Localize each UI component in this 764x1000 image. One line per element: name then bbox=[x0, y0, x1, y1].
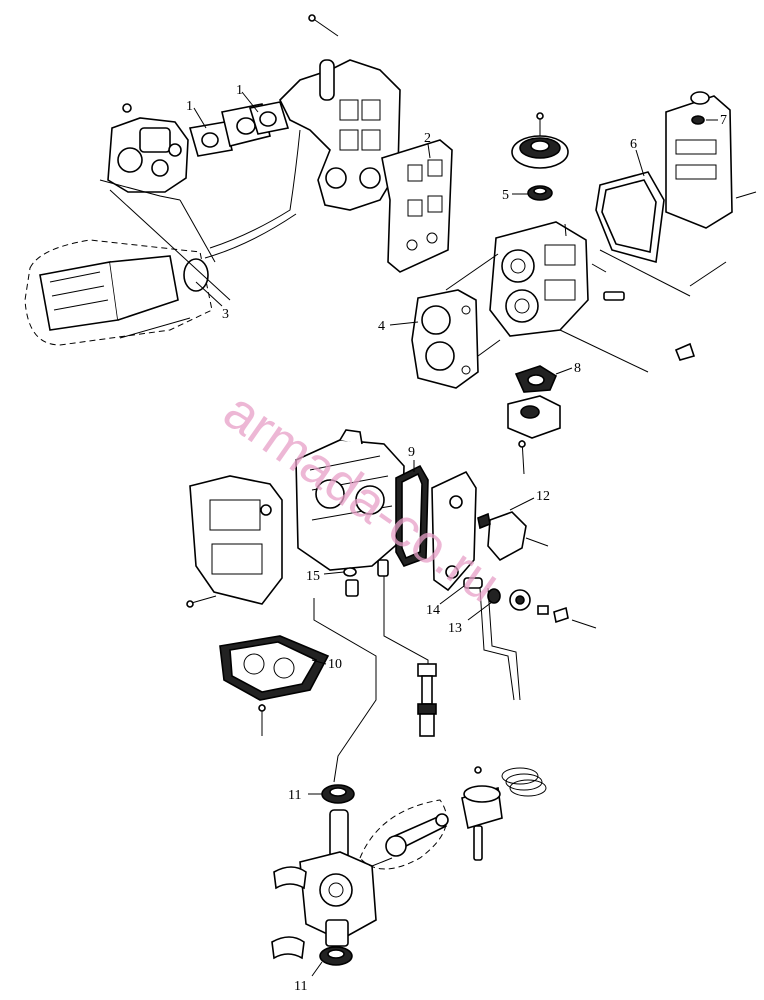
carburetor-gasket-1 bbox=[188, 121, 233, 157]
bracket-12 bbox=[477, 511, 549, 562]
oil-seal-lower bbox=[319, 946, 353, 966]
thrust-bushing-14 bbox=[463, 577, 483, 589]
cylinder-head bbox=[489, 221, 727, 373]
cylinder-block bbox=[295, 429, 405, 571]
cylinder-head-cover-gasket bbox=[595, 171, 665, 264]
exhaust-cover bbox=[431, 470, 477, 592]
fuel-filter-assembly bbox=[417, 663, 437, 737]
crankcase bbox=[186, 475, 283, 608]
main-bearing-upper bbox=[273, 866, 307, 890]
callout-6: 6 bbox=[630, 137, 637, 152]
washer-13 bbox=[487, 588, 501, 604]
hose-13 bbox=[479, 587, 515, 701]
thermostat-cover bbox=[507, 395, 561, 475]
oil-seal-5 bbox=[527, 185, 553, 201]
callout-1a: 1 bbox=[186, 99, 193, 114]
callout-7: 7 bbox=[720, 113, 727, 128]
crankcase-gasket bbox=[219, 635, 330, 701]
intake-manifold bbox=[279, 14, 401, 211]
callout-14: 14 bbox=[426, 603, 440, 618]
callout-11b: 11 bbox=[294, 979, 307, 994]
plug bbox=[377, 559, 389, 577]
intake-silencer bbox=[24, 239, 213, 346]
callout-8: 8 bbox=[574, 361, 581, 376]
oil-seal-upper bbox=[321, 784, 355, 804]
fuel-hose bbox=[209, 129, 301, 249]
main-bearing-lower bbox=[271, 936, 305, 960]
intake-gasket-1 bbox=[248, 101, 290, 135]
cylinder-head-gasket bbox=[411, 289, 479, 389]
callout-15: 15 bbox=[306, 569, 320, 584]
manifold-gasket bbox=[381, 139, 453, 273]
thermostat-gasket bbox=[514, 365, 558, 393]
cylinder-head-cover bbox=[665, 91, 757, 229]
pump-assembly bbox=[509, 589, 597, 629]
filter-cup bbox=[345, 579, 359, 597]
piston bbox=[461, 785, 503, 830]
crankshaft bbox=[299, 809, 377, 947]
exhaust-cover-gasket bbox=[395, 464, 429, 567]
flywheel-pulley bbox=[511, 112, 569, 169]
piston-rings bbox=[501, 767, 547, 797]
callout-5: 5 bbox=[502, 188, 509, 203]
carburetor bbox=[99, 103, 189, 201]
callout-3: 3 bbox=[222, 307, 229, 322]
callout-2: 2 bbox=[424, 131, 431, 146]
connecting-rod bbox=[371, 813, 449, 867]
callout-1b: 1 bbox=[236, 83, 243, 98]
callout-9: 9 bbox=[408, 445, 415, 460]
callout-10: 10 bbox=[328, 657, 342, 672]
piston-pin bbox=[473, 766, 483, 861]
o-ring-15 bbox=[343, 567, 357, 577]
conrod-group-outline bbox=[359, 799, 448, 870]
callout-11a: 11 bbox=[288, 788, 301, 803]
callout-12: 12 bbox=[536, 489, 550, 504]
callout-4: 4 bbox=[378, 319, 385, 334]
callout-13: 13 bbox=[448, 621, 462, 636]
